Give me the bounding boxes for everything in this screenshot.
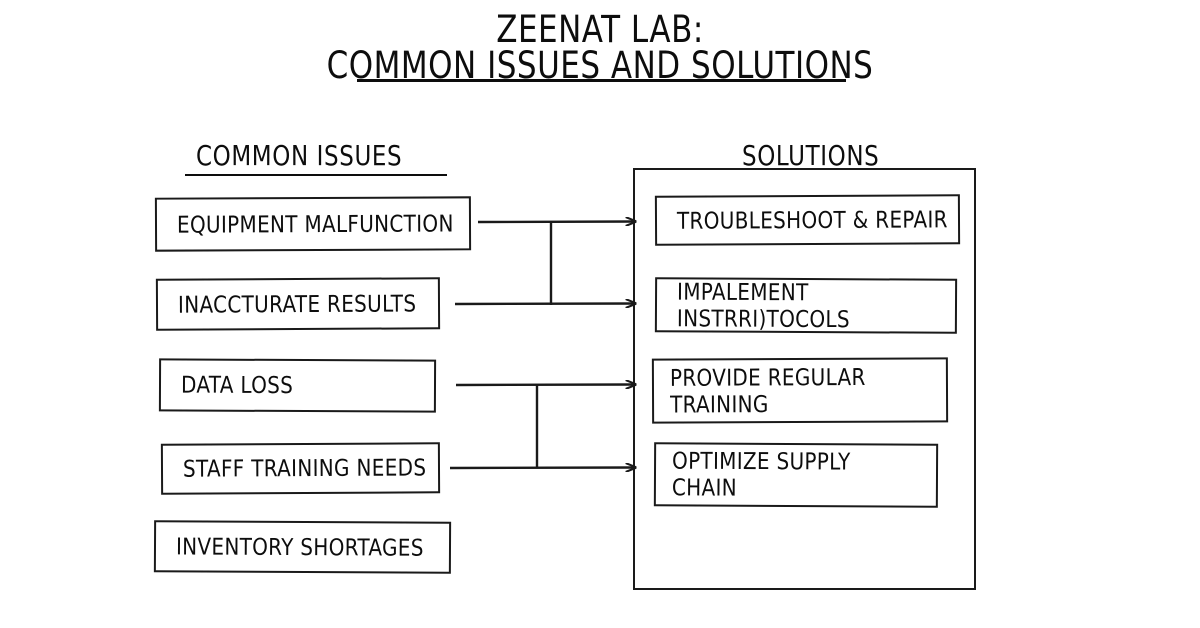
- issue-box-inaccturate-results[interactable]: INACCTURATE RESULTS: [155, 277, 441, 331]
- diagram-title-line-1: ZEENAT LAB:: [496, 8, 704, 52]
- column-heading-solutions: SOLUTIONS: [742, 141, 880, 173]
- common-issues-underline: [185, 174, 447, 176]
- solution-label: TROUBLESHOOT & REPAIR: [676, 205, 948, 235]
- issue-box-inventory-shortages[interactable]: INVENTORY SHORTAGES: [153, 520, 452, 574]
- solution-label: PROVIDE REGULAR TRAINING: [669, 362, 866, 418]
- solution-box-provide-regular-training[interactable]: PROVIDE REGULAR TRAINING: [651, 357, 949, 424]
- issue-label: INACCTURATE RESULTS: [177, 289, 417, 319]
- solution-box-troubleshoot-and-repair[interactable]: TROUBLESHOOT & REPAIR: [654, 194, 961, 246]
- solution-label: IMPALEMENT INSTRRI)TOCOLS: [676, 277, 850, 333]
- issue-label: EQUIPMENT MALFUNCTION: [176, 209, 454, 239]
- connector-line-3: [455, 385, 636, 386]
- solution-label: OPTIMIZE SUPPLY CHAIN: [671, 446, 851, 502]
- issue-label: DATA LOSS: [180, 370, 294, 400]
- issue-box-equipment-malfunction[interactable]: EQUIPMENT MALFUNCTION: [154, 196, 472, 252]
- solution-box-impalement-instrritocols[interactable]: IMPALEMENT INSTRRI)TOCOLS: [654, 277, 958, 334]
- column-heading-common-issues: COMMON ISSUES: [196, 141, 403, 173]
- connector-line-4: [449, 468, 636, 469]
- issue-label: STAFF TRAINING NEEDS: [182, 453, 427, 483]
- issue-box-staff-training-needs[interactable]: STAFF TRAINING NEEDS: [160, 442, 441, 495]
- issue-label: INVENTORY SHORTAGES: [175, 532, 424, 562]
- issue-box-data-loss[interactable]: DATA LOSS: [158, 358, 437, 413]
- connector-line-2: [454, 304, 636, 305]
- title-underline: [357, 79, 846, 82]
- connector-line-1: [477, 222, 636, 223]
- solution-box-optimize-supply-chain[interactable]: OPTIMIZE SUPPLY CHAIN: [653, 442, 939, 508]
